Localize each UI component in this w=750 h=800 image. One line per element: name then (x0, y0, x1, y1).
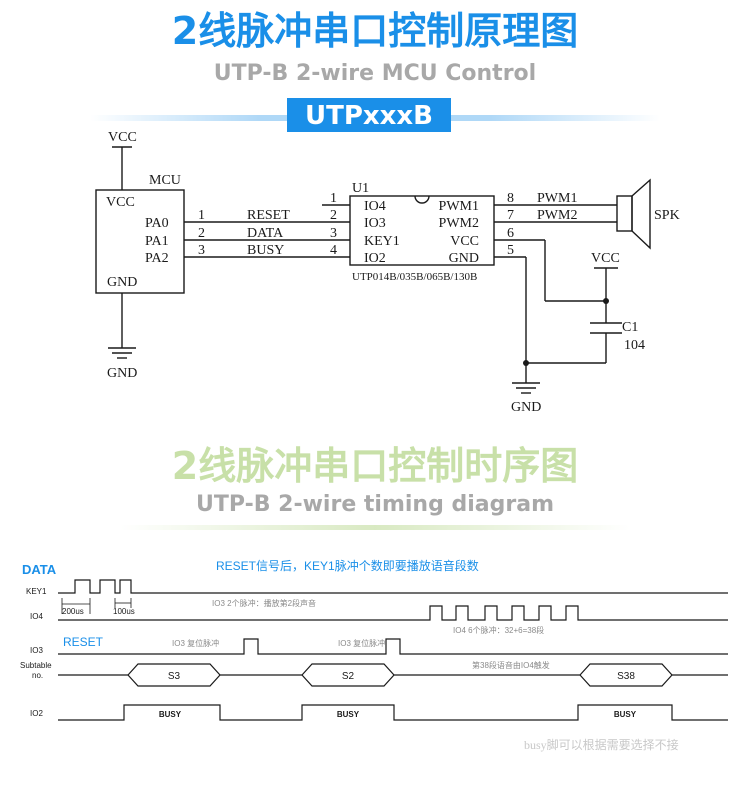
cap-vcc-label: VCC (591, 251, 620, 266)
banner-box (287, 98, 451, 132)
chip-right-num-5: 5 (507, 243, 514, 258)
busy-2: BUSY (337, 710, 360, 719)
signal-subtable-no: no. (32, 671, 43, 680)
chip-left-num-3: 3 (330, 226, 337, 241)
mcu-vcc-label: VCC (108, 130, 137, 145)
banner-label: UTPxxxB (305, 101, 433, 131)
signal-io4: IO4 (30, 612, 43, 621)
chip-pin-vcc: VCC (450, 234, 479, 249)
reset-label: RESET (63, 635, 104, 649)
mcu-gnd-pin: GND (107, 275, 137, 290)
chip-right-num-8: 8 (507, 191, 514, 206)
mcu-name: MCU (149, 173, 181, 188)
note-seg38: 第38段语音由IO4触发 (472, 660, 550, 670)
dim-200us: 200us (62, 607, 84, 616)
dim-100us: 100us (113, 607, 135, 616)
chip-pin-io2: IO2 (364, 251, 386, 266)
chip-pin-io3: IO3 (364, 216, 386, 231)
note-io3-pulses: IO3 2个脉冲：播放第2段声音 (212, 598, 316, 608)
signal-io3: IO3 (30, 646, 43, 655)
mcu-pa1: PA1 (145, 234, 169, 249)
chip-left-num-4: 4 (330, 243, 337, 258)
chip-part-number: UTP014B/035B/065B/130B (352, 271, 477, 283)
net-pwm2: PWM2 (537, 208, 577, 223)
busy-1: BUSY (159, 710, 182, 719)
wire-num-2: 2 (198, 226, 205, 241)
mcu-gnd-label: GND (107, 366, 137, 381)
chip-pin-key1: KEY1 (364, 234, 400, 249)
net-pwm1: PWM1 (537, 191, 577, 206)
chip-pin-io4: IO4 (364, 199, 386, 214)
cap-value: 104 (624, 338, 645, 353)
wire-num-1: 1 (198, 208, 205, 223)
waveforms (58, 579, 728, 721)
chip-right-num-7: 7 (507, 208, 514, 223)
wire-num-3: 3 (198, 243, 205, 258)
signal-subtable: Subtable (20, 661, 52, 670)
schematic-title-en: UTP-B 2-wire MCU Control (214, 61, 536, 86)
note-reset-2: IO3 复位脉冲 (338, 638, 385, 648)
busy-note: busy脚可以根据需要选择不接 (524, 737, 679, 752)
wire-data: DATA (247, 226, 284, 241)
signal-io2: IO2 (30, 709, 43, 718)
busy-3: BUSY (614, 710, 637, 719)
data-label: DATA (22, 562, 57, 577)
chip-pin-pwm1: PWM1 (439, 199, 479, 214)
segment-s2: S2 (342, 671, 355, 682)
chip-right-num-6: 6 (507, 226, 514, 241)
note-reset-1: IO3 复位脉冲 (172, 638, 219, 648)
timing-underline (120, 525, 630, 530)
signal-key1: KEY1 (26, 587, 47, 596)
chip-gnd-label: GND (511, 400, 541, 415)
chip-left-num-2: 2 (330, 208, 337, 223)
segment-s38: S38 (617, 671, 635, 682)
wire-busy: BUSY (247, 243, 284, 258)
timing-title-cn: 2线脉冲串口控制时序图 (172, 444, 578, 488)
segment-s3: S3 (168, 671, 181, 682)
chip-left-num-1: 1 (330, 191, 337, 206)
note-io4-pulses: IO4 6个脉冲：32+6=38段 (453, 625, 544, 635)
timing-title-en: UTP-B 2-wire timing diagram (196, 492, 554, 517)
top-note: RESET信号后，KEY1脉冲个数即要播放语音段数 (216, 558, 479, 573)
speaker-label: SPK (654, 208, 680, 223)
wire-reset: RESET (247, 208, 290, 223)
chip-pin-pwm2: PWM2 (439, 216, 479, 231)
cap-ref: C1 (622, 320, 638, 335)
chip-ref: U1 (352, 181, 369, 196)
mcu-pa2: PA2 (145, 251, 169, 266)
mcu-vcc-pin: VCC (106, 195, 135, 210)
schematic-title-cn: 2线脉冲串口控制原理图 (172, 9, 578, 53)
schematic-wires (95, 146, 651, 394)
chip-pin-gnd: GND (449, 251, 479, 266)
mcu-pa0: PA0 (145, 216, 169, 231)
junctions (523, 298, 609, 366)
